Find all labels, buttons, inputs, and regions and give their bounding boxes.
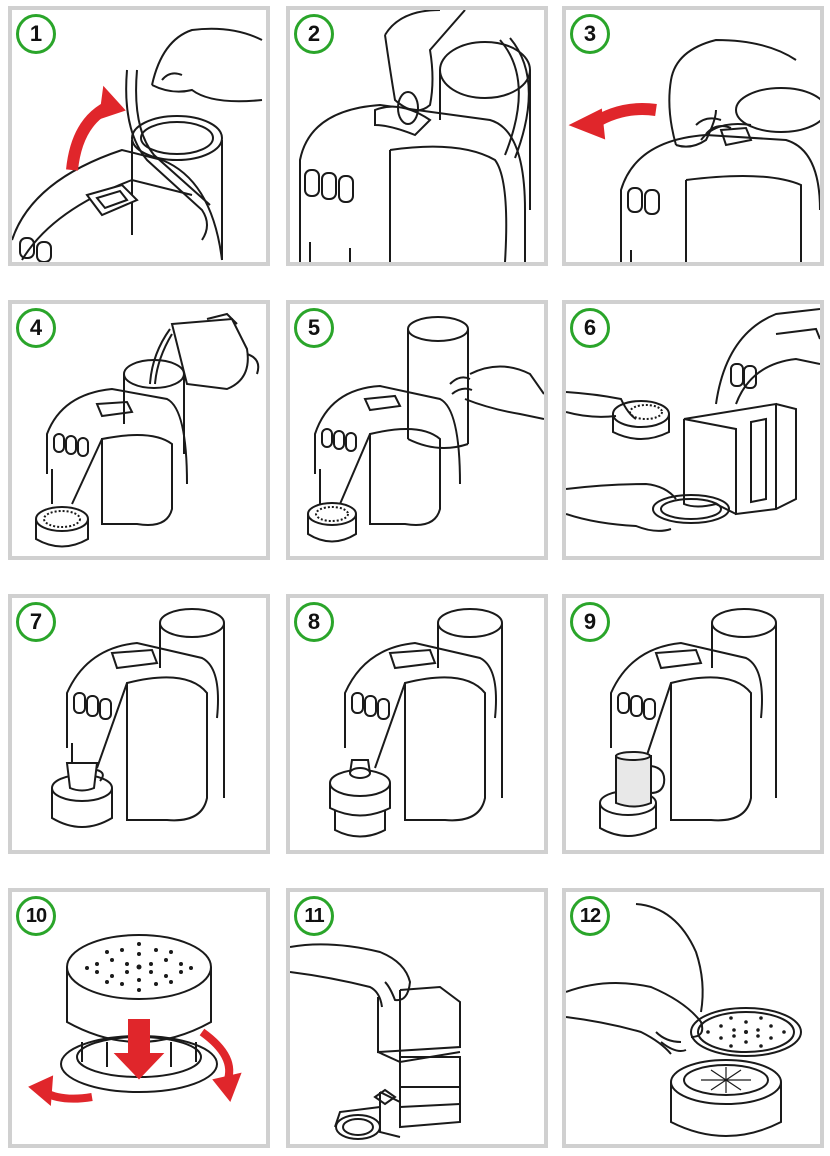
detach-drip-tray-icon (28, 934, 242, 1107)
place-tank-on-machine-icon (307, 316, 544, 543)
step-panel-9: 9 (562, 594, 824, 854)
step-panel-5: 5 (286, 300, 548, 560)
step-number-badge: 5 (294, 308, 334, 348)
step-panel-11: 11 (286, 888, 548, 1148)
remove-drip-tray-icon (566, 308, 820, 532)
remove-capsule-container-icon (290, 943, 461, 1140)
step-panel-6: 6 (562, 300, 824, 560)
small-cup-on-tray-icon (51, 608, 225, 828)
step-number-badge: 12 (570, 896, 610, 936)
mug-on-tray-icon (599, 608, 777, 837)
step-number-badge: 4 (16, 308, 56, 348)
step-panel-1: 1 (8, 6, 270, 266)
remove-drip-grid-icon (566, 903, 802, 1137)
step-number-badge: 11 (294, 896, 334, 936)
step-panel-12: 12 (562, 888, 824, 1148)
lift-water-tank-lid-icon (12, 27, 263, 262)
step-panel-3: 3 (562, 6, 824, 266)
step-number-badge: 6 (570, 308, 610, 348)
step-number-badge: 9 (570, 602, 610, 642)
remove-tank-cover-icon (568, 38, 820, 262)
step-panel-8: 8 (286, 594, 548, 854)
step-panel-7: 7 (8, 594, 270, 854)
step-panel-10: 10 (8, 888, 270, 1148)
step-number-badge: 2 (294, 14, 334, 54)
step-number-badge: 8 (294, 602, 334, 642)
step-panel-2: 2 (286, 6, 548, 266)
espresso-cup-raised-tray-icon (329, 608, 503, 838)
pour-water-into-tank-icon (35, 312, 260, 548)
step-number-badge: 10 (16, 896, 56, 936)
step-panel-4: 4 (8, 300, 270, 560)
step-number-badge: 1 (16, 14, 56, 54)
step-number-badge: 7 (16, 602, 56, 642)
step-number-badge: 3 (570, 14, 610, 54)
remove-filter-from-tank-icon (299, 10, 531, 262)
